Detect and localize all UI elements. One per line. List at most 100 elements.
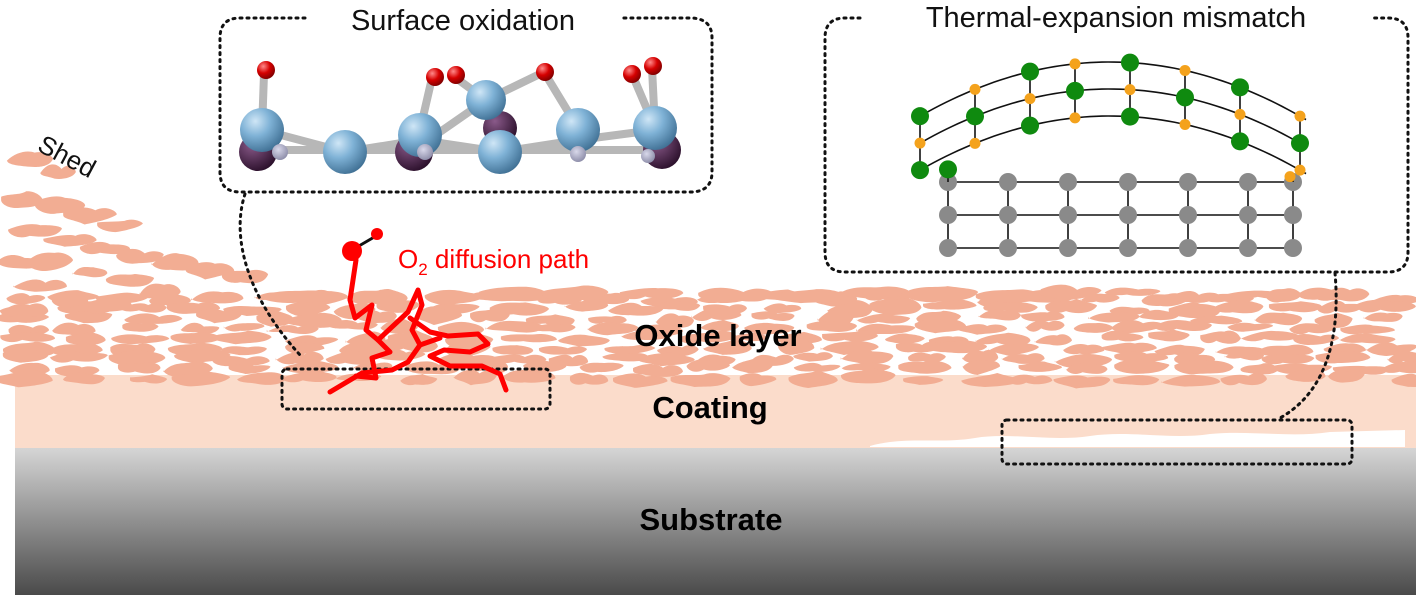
oxide-flake	[898, 360, 952, 374]
substrate-lattice-atom	[939, 206, 957, 224]
oxide-flake	[489, 302, 550, 316]
oxide-flake	[1, 191, 43, 209]
oxide-flake	[1220, 373, 1267, 386]
oxide-flake	[151, 253, 199, 271]
oxide-flake	[962, 349, 999, 363]
substrate-lattice-atom	[1239, 206, 1257, 224]
oxide-flake	[793, 362, 841, 372]
coating-lattice-atom-small	[1069, 112, 1081, 124]
oxide-flake	[191, 291, 244, 304]
oxide-flake	[1102, 342, 1157, 355]
oxide-flake	[223, 323, 265, 332]
oxide-flake	[908, 352, 946, 363]
o2-diffusion-path	[327, 257, 509, 395]
oxide-flake	[170, 331, 221, 344]
coating-lattice-atom-small	[1294, 110, 1306, 122]
oxide-flake	[670, 373, 731, 387]
coating-lattice-atom	[1291, 134, 1309, 153]
oxide-flake	[856, 313, 911, 324]
coating-lattice-atom-small	[1124, 84, 1136, 96]
oxide-flake	[122, 322, 159, 332]
oxide-flake	[903, 376, 944, 385]
metal-atom	[556, 108, 600, 152]
oxide-flake	[788, 370, 838, 389]
oxide-flake	[778, 338, 815, 355]
lattice-diagram	[911, 53, 1309, 257]
oxide-flakes	[0, 151, 1416, 389]
coating-lattice-atom	[1176, 88, 1194, 107]
oxide-flake	[72, 266, 108, 278]
oxide-flake	[1261, 354, 1315, 365]
oxide-flake	[1148, 329, 1190, 342]
oxide-flake	[485, 320, 544, 333]
oxide-flake	[619, 288, 684, 300]
coating-lattice-atom-small	[1179, 64, 1191, 76]
oxide-flake	[0, 332, 56, 343]
mismatch-highlight-box	[1000, 418, 1354, 466]
metal-atom	[466, 80, 506, 120]
substrate-lattice-atom	[999, 206, 1017, 224]
oxide-flake	[1254, 312, 1303, 326]
oxide-flake	[840, 349, 894, 365]
oxide-flake	[1168, 302, 1221, 319]
substrate-lattice-atom	[999, 239, 1017, 257]
surface-oxidation-title: Surface oxidation	[351, 5, 575, 37]
coating-lattice-atom	[911, 161, 929, 180]
inset-frame-left	[218, 16, 714, 194]
oxide-flake	[703, 339, 752, 355]
coating-lattice-atom-small	[1234, 108, 1246, 120]
oxide-flake	[1040, 284, 1102, 301]
oxide-flake	[280, 369, 337, 383]
coating-lattice-atom-small	[969, 137, 981, 149]
oxide-flake	[1021, 311, 1065, 322]
coating-lattice-atom	[1231, 132, 1249, 151]
oxide-flake	[400, 373, 438, 386]
coating-layer	[15, 375, 1416, 448]
oxide-flake	[62, 372, 105, 385]
oxide-flake	[124, 313, 183, 324]
oxide-flake	[8, 224, 62, 238]
metal-atom	[323, 130, 367, 174]
oxide-flake	[1327, 370, 1365, 383]
oxide-flake	[1387, 350, 1416, 364]
oxide-flake	[6, 293, 46, 305]
oxide-flake	[79, 241, 131, 255]
oxide-flake	[1168, 290, 1219, 303]
oxide-flake	[1104, 287, 1161, 296]
oxide-flake	[677, 330, 737, 344]
oxide-flake	[533, 323, 576, 333]
oxide-flake	[228, 364, 271, 374]
oxygen-atom	[447, 66, 465, 84]
oxide-flake	[1152, 320, 1212, 332]
oxide-flake	[285, 342, 325, 355]
o2-diffusion-label: O2 diffusion path	[398, 244, 589, 279]
oxide-flake	[453, 369, 498, 386]
oxide-flake	[978, 309, 1021, 321]
oxide-flake	[65, 331, 106, 346]
oxide-flake	[54, 365, 100, 377]
oxide-flake	[558, 334, 610, 347]
oxide-flake	[49, 351, 108, 363]
substrate-lattice-atom	[939, 239, 957, 257]
oxide-flake	[424, 289, 484, 305]
oxide-flake	[51, 292, 89, 309]
oxide-flake	[1224, 349, 1265, 361]
oxide-flake	[1073, 322, 1114, 333]
oxide-flake	[1323, 343, 1366, 354]
oxide-flake	[1025, 320, 1065, 332]
substrate-lattice-atom	[1119, 239, 1137, 257]
oxide-flake	[604, 344, 656, 355]
substrate-lattice-atom	[1059, 173, 1077, 191]
leader-line-right	[1278, 271, 1338, 420]
oxide-flake	[1285, 370, 1326, 382]
oxide-flake	[275, 351, 324, 365]
oxide-flake	[744, 322, 795, 335]
oxide-flake	[1034, 334, 1072, 346]
oxide-flake	[975, 332, 1031, 347]
oxide-flake	[587, 322, 639, 336]
oxide-flake	[806, 321, 858, 332]
oxide-flake	[1339, 333, 1396, 344]
oxide-flake	[0, 255, 43, 269]
coating-lattice-atom-small	[1179, 118, 1191, 130]
